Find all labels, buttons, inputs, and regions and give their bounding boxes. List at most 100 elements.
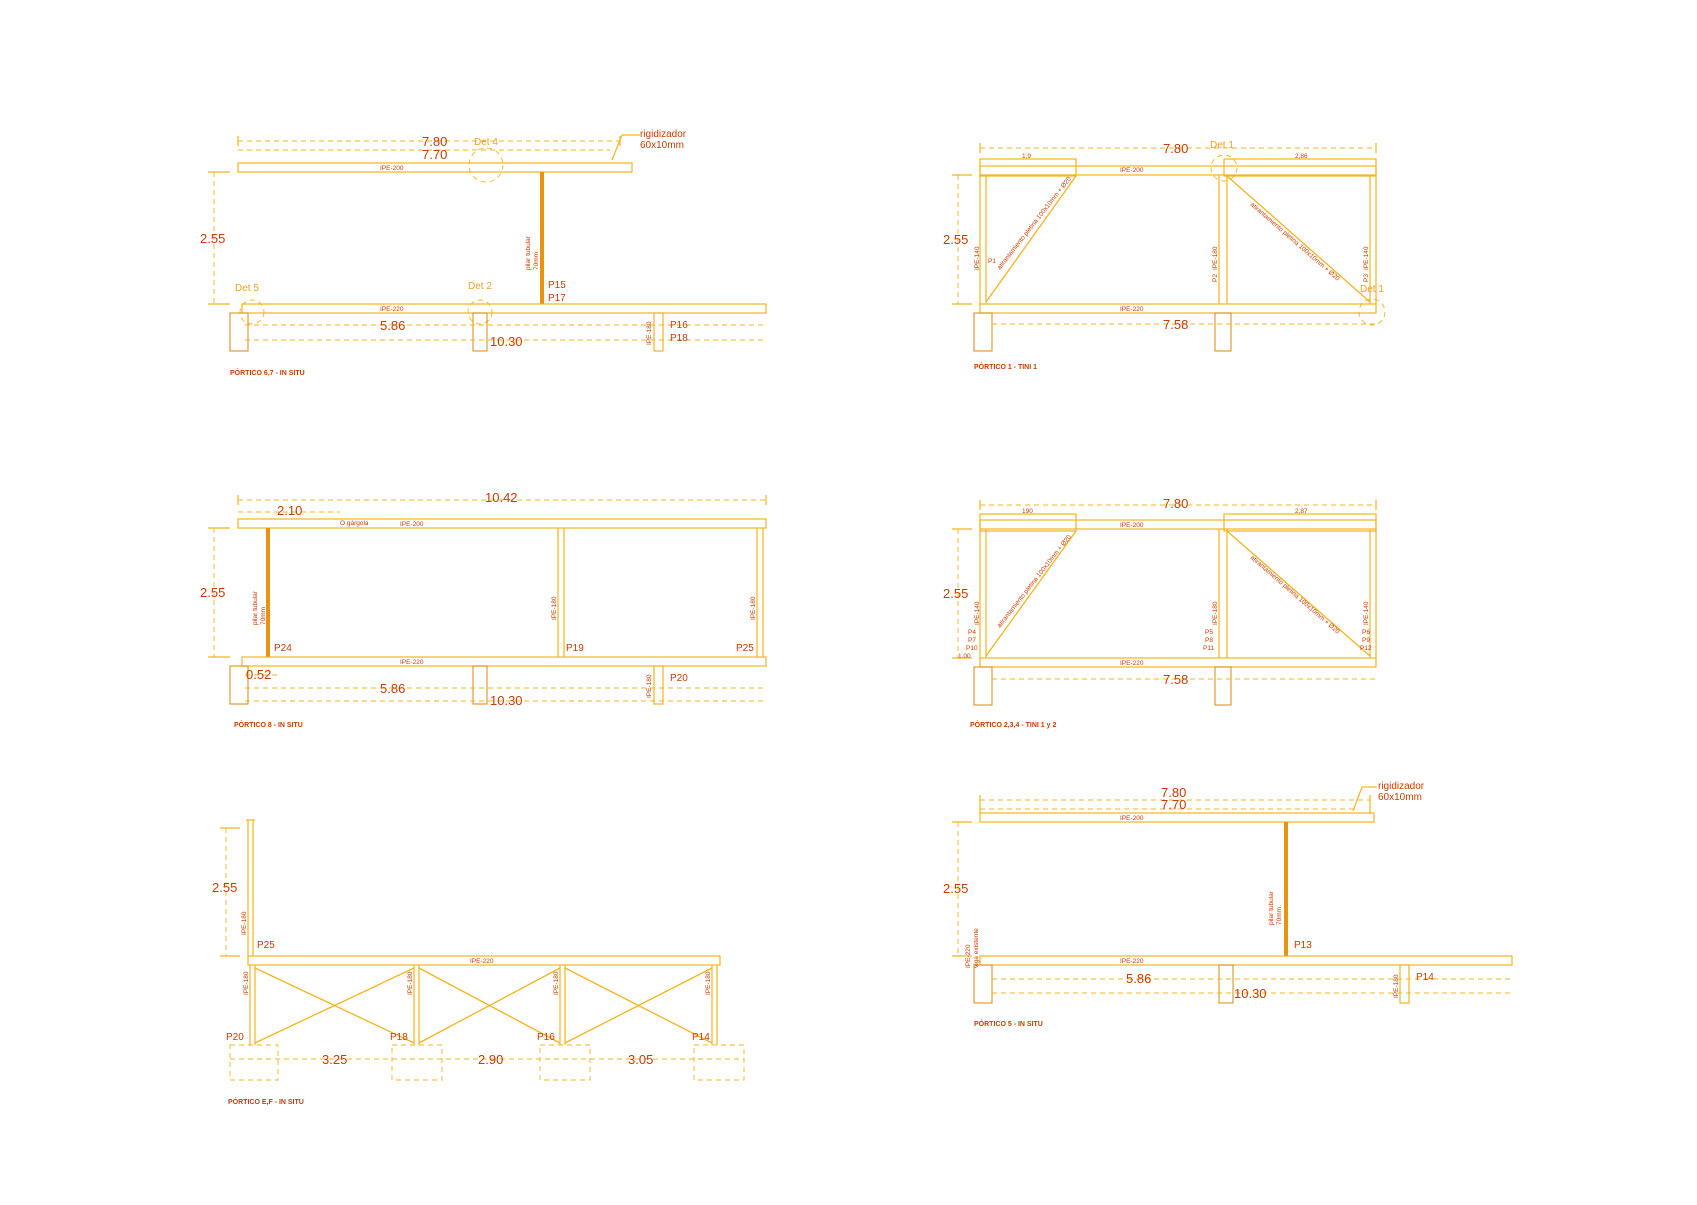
pillar-tag-p14: P14 xyxy=(1416,972,1434,983)
column-label-left: IPE-220 xyxy=(965,944,972,968)
column-label-left: IPE-140 xyxy=(974,601,981,625)
pillar-tag-p1: P1 xyxy=(988,258,996,265)
stiffener-label: rigidizador xyxy=(1378,781,1425,792)
dim-1030: 10.30 xyxy=(490,693,523,708)
pillar-tag-p16: P16 xyxy=(670,320,688,331)
column-label-mid: IPE-180 xyxy=(551,596,558,620)
brace-label-right: atirantamiento pletina 100x10mm + Ø20 xyxy=(1249,201,1341,283)
dim-19: 1,9 xyxy=(1022,153,1031,160)
pillar-tag-p9: P9 xyxy=(1362,637,1370,644)
portico-6-7-panel: 7.80 7.70 Det 4 rigidizador 60x10mm IPE-… xyxy=(200,129,767,377)
dim-305: 3.05 xyxy=(628,1052,653,1067)
dim-052: 0.52 xyxy=(246,667,271,682)
pillar-tag-p24: P24 xyxy=(274,643,292,654)
column-label: IPE-180 xyxy=(646,321,653,345)
beam-label-top: IPE-200 xyxy=(400,521,424,528)
pillar-label: pilar tubular xyxy=(252,590,259,625)
dim-height: 2.55 xyxy=(943,881,968,896)
beam-label-top: IPE-200 xyxy=(1120,167,1144,174)
column-label-2: IPE-180 xyxy=(407,971,414,995)
dim-190: 190 xyxy=(1022,508,1033,515)
stiffener-size: 60x10mm xyxy=(1378,792,1422,803)
panel-title: PÓRTICO 1 - TINI 1 xyxy=(974,362,1037,371)
beam-label-bottom: IPE-220 xyxy=(1120,660,1144,667)
dim-height: 2.55 xyxy=(943,586,968,601)
pillar-tag-p12: P12 xyxy=(1360,645,1372,652)
pillar-tag-p6: P6 xyxy=(1362,629,1370,636)
pillar-tag-p2: P2 xyxy=(1212,274,1219,282)
pillar-tag-p3: P3 xyxy=(1363,274,1370,282)
detail-label-det4: Det 4 xyxy=(474,137,498,148)
pillar-size: 70mm xyxy=(1276,907,1283,925)
pillar-tag-p4: P4 xyxy=(968,629,976,636)
pillar-tag-p11: P11 xyxy=(1203,645,1214,652)
beam-label-bottom: IPE-220 xyxy=(380,306,404,313)
brace-label-right: atirantamiento pletina 100x10mm + Ø20 xyxy=(1249,554,1341,636)
pillar-tag-p20: P20 xyxy=(670,673,688,684)
pillar-tag-p8: P8 xyxy=(1205,637,1213,644)
column-label-right: IPE-140 xyxy=(1363,246,1370,270)
beam-label-top: IPE-200 xyxy=(1120,522,1144,529)
column-label-1: IPE-180 xyxy=(243,971,250,995)
portico-2-3-4-panel: 7.80 190 2,87 IPE-200 atirantamiento ple… xyxy=(943,496,1377,729)
pillar-tag-p10: P10 xyxy=(966,645,978,652)
beam-label-bottom: IPE-220 xyxy=(1120,306,1144,313)
dim-287: 2,87 xyxy=(1295,508,1308,515)
beam-label-top: IPE-200 xyxy=(1120,815,1144,822)
pillar-tag-p18: P18 xyxy=(390,1032,408,1043)
portico-5-panel: 7.80 7.70 rigidizador 60x10mm IPE-200 pi… xyxy=(943,781,1513,1028)
brace-label-left: atirantamiento pletina 100x10mm + Ø20 xyxy=(996,175,1073,271)
dim-586: 5.86 xyxy=(380,681,405,696)
pillar-tag-p20: P20 xyxy=(226,1032,244,1043)
column-label-top: IPE-180 xyxy=(241,911,248,935)
column-label: IPE-180 xyxy=(1393,974,1400,998)
dim-758: 7.58 xyxy=(1163,317,1188,332)
beam-label: IPE-220 xyxy=(470,958,494,965)
column-label-right: IPE-140 xyxy=(1363,601,1370,625)
column-label-4: IPE-180 xyxy=(705,971,712,995)
dim-height: 2.55 xyxy=(200,585,225,600)
stiffener-label: rigidizador xyxy=(640,129,687,140)
panel-title: PÓRTICO 5 - IN SITU xyxy=(974,1019,1043,1028)
pillar-size: 70mm xyxy=(533,252,540,270)
portico-1-panel: 7.80 Det 1 1,9 2,86 IPE-200 atirantamien… xyxy=(943,140,1386,371)
beam-label-bottom: IPE-220 xyxy=(1120,958,1144,965)
dim-210: 2.10 xyxy=(277,503,302,518)
panel-title: PÓRTICO E,F - IN SITU xyxy=(228,1097,304,1106)
portico-e-f-panel: 2.55 IPE-180 P25 IPE-220 IPE-180 IPE-180… xyxy=(212,819,745,1106)
detail-label-det5: Det 5 xyxy=(235,283,259,294)
pillar-tag-p16: P16 xyxy=(537,1032,555,1043)
dim-290: 2.90 xyxy=(478,1052,503,1067)
brace-label-left: atirantamiento pletina 100x10mm + Ø20 xyxy=(996,533,1073,629)
pillar-tag-p5: P5 xyxy=(1205,629,1213,636)
dim-780: 7.80 xyxy=(1161,785,1186,800)
pillar-tag-p19: P19 xyxy=(566,643,584,654)
column-label-bottom: IPE-180 xyxy=(646,674,653,698)
dim-758: 7.58 xyxy=(1163,672,1188,687)
pillar-tag-p17: P17 xyxy=(548,293,566,304)
column-label-left: IPE-140 xyxy=(974,246,981,270)
pillar-label: pilar tubular xyxy=(525,235,532,270)
dim-100: 1.00 xyxy=(958,653,971,660)
dim-1030: 10.30 xyxy=(1234,986,1267,1001)
beam-label-bottom: IPE-220 xyxy=(400,659,424,666)
dim-780: 7.80 xyxy=(1163,496,1188,511)
pillar-tag-p15: P15 xyxy=(548,280,566,291)
dim-325: 3.25 xyxy=(322,1052,347,1067)
dim-height: 2.55 xyxy=(200,231,225,246)
panel-title: PÓRTICO 6,7 - IN SITU xyxy=(230,368,305,377)
pillar-tag-p14: P14 xyxy=(692,1032,710,1043)
column-label-3: IPE-180 xyxy=(553,971,560,995)
detail-label-det2: Det 2 xyxy=(468,281,492,292)
pillar-size: 70mm xyxy=(260,607,267,625)
dim-586: 5.86 xyxy=(1126,971,1151,986)
dim-780: 7.80 xyxy=(422,134,447,149)
pillar-label: pilar tubular xyxy=(1268,890,1275,925)
panel-title: PÓRTICO 8 - IN SITU xyxy=(234,720,303,729)
pillar-tag-p25: P25 xyxy=(257,940,275,951)
pillar-tag-p13: P13 xyxy=(1294,940,1312,951)
column-label-right: IPE-180 xyxy=(750,596,757,620)
gargoyle-label: O gárgola xyxy=(340,520,369,527)
